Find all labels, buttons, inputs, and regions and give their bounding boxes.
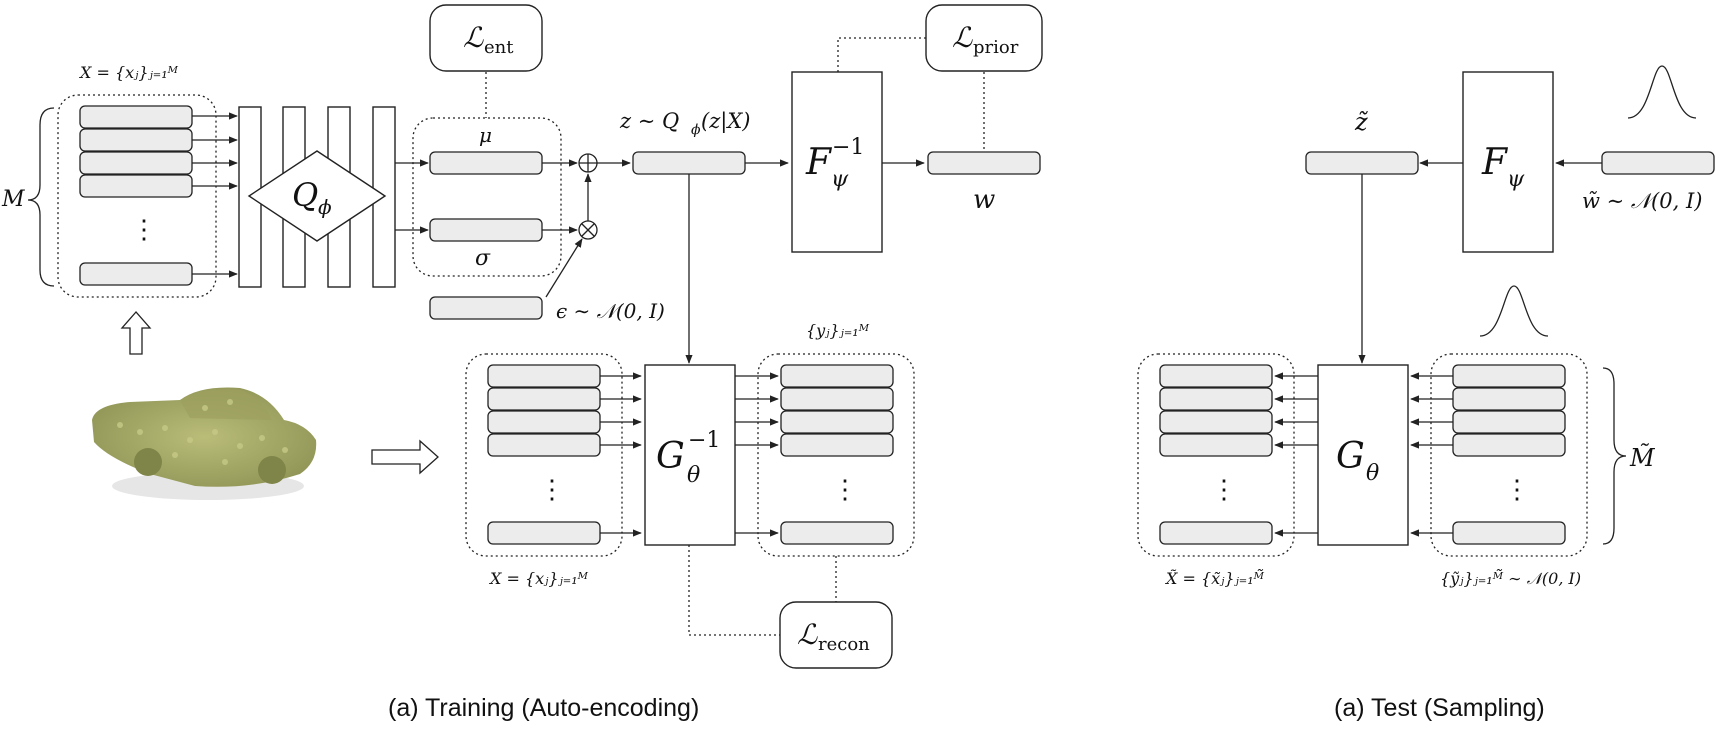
z-bar bbox=[632, 151, 746, 175]
svg-text:ψ: ψ bbox=[831, 167, 849, 192]
loss-recon-box: ℒ recon bbox=[779, 601, 893, 669]
svg-text:ψ: ψ bbox=[1507, 167, 1525, 192]
svg-text:ϕ: ϕ bbox=[318, 195, 332, 219]
sampled-set-label: {ỹⱼ}ⱼ₌₁ᴹ̃ ∼ 𝒩(0, I) bbox=[1440, 568, 1581, 588]
arrow-epsilon-to-times bbox=[545, 238, 583, 298]
m-tilde-label: M̃ bbox=[1629, 444, 1656, 472]
svg-text:ent: ent bbox=[484, 37, 514, 58]
mu-bar bbox=[429, 151, 543, 175]
mu-label: μ bbox=[479, 123, 492, 147]
y-ellipsis: ⋮ bbox=[832, 475, 858, 505]
gaussian-curve-bottom bbox=[1479, 285, 1549, 337]
z-tilde-label: z̃ bbox=[1354, 108, 1369, 136]
recon-input-arrows bbox=[600, 372, 642, 537]
mu-sigma-group bbox=[412, 117, 562, 277]
sampled-input-arrows bbox=[1410, 372, 1453, 537]
plus-operator bbox=[578, 153, 598, 173]
svg-text:ℒ: ℒ bbox=[463, 21, 484, 54]
prior-dotted-link-left bbox=[837, 37, 926, 72]
point-cloud-car-image bbox=[92, 387, 317, 500]
z-label: z ∼ Q ϕ (z|X) bbox=[619, 109, 750, 138]
generated-bars bbox=[1159, 364, 1273, 545]
epsilon-bar bbox=[429, 296, 543, 320]
decoder-output-arrows-test bbox=[1274, 372, 1318, 537]
y-bars bbox=[780, 364, 894, 545]
svg-text:G: G bbox=[1336, 436, 1365, 477]
m-tilde-brace bbox=[1602, 367, 1627, 545]
w-label: w bbox=[973, 185, 995, 215]
svg-text:F: F bbox=[1481, 142, 1509, 183]
decoder-box: G θ bbox=[1317, 364, 1409, 546]
svg-text:Q: Q bbox=[292, 176, 318, 214]
up-hollow-arrow bbox=[120, 311, 152, 355]
m-label: M bbox=[1, 187, 25, 212]
times-operator bbox=[578, 220, 598, 240]
svg-text:recon: recon bbox=[818, 634, 870, 655]
generated-ellipsis: ⋮ bbox=[1211, 475, 1237, 505]
svg-text:ℒ: ℒ bbox=[797, 618, 818, 651]
svg-text:−1: −1 bbox=[688, 428, 720, 453]
sampled-ellipsis: ⋮ bbox=[1504, 475, 1530, 505]
input-point-set-group bbox=[57, 94, 217, 298]
svg-text:ϕ: ϕ bbox=[691, 122, 701, 138]
svg-text:(z|X): (z|X) bbox=[701, 109, 750, 134]
flow-box: F ψ bbox=[1462, 71, 1554, 253]
input-ellipsis: ⋮ bbox=[131, 215, 157, 245]
recon-input-set-label: X = {xⱼ}ⱼ₌₁ᴹ bbox=[488, 569, 589, 588]
right-hollow-arrow bbox=[371, 439, 439, 475]
input-bars bbox=[79, 105, 193, 286]
gaussian-curve-top bbox=[1627, 65, 1697, 119]
recon-dotted-link-left bbox=[688, 545, 780, 636]
sigma-bar bbox=[429, 218, 543, 242]
encoder-q-phi: Q ϕ bbox=[247, 150, 387, 242]
w-tilde-bar bbox=[1601, 151, 1715, 175]
test-caption: (a) Test (Sampling) bbox=[1334, 694, 1545, 722]
training-caption: (a) Training (Auto-encoding) bbox=[388, 694, 699, 722]
recon-input-bars bbox=[487, 364, 601, 545]
z-tilde-bar bbox=[1305, 151, 1419, 175]
svg-text:G: G bbox=[656, 436, 685, 477]
svg-text:prior: prior bbox=[973, 37, 1019, 58]
m-brace bbox=[27, 107, 55, 287]
w-tilde-label: w̃ ∼ 𝒩(0, I) bbox=[1582, 189, 1702, 213]
svg-text:z ∼ Q: z ∼ Q bbox=[619, 109, 679, 133]
w-bar bbox=[927, 151, 1041, 175]
svg-text:ℒ: ℒ bbox=[952, 21, 973, 54]
decoder-inverse-box: G θ −1 bbox=[644, 364, 736, 546]
input-arrows bbox=[192, 112, 238, 278]
recon-input-ellipsis: ⋮ bbox=[539, 475, 565, 505]
svg-text:θ: θ bbox=[1366, 461, 1379, 486]
y-set-label: {yⱼ}ⱼ₌₁ᴹ bbox=[806, 321, 870, 340]
svg-text:θ: θ bbox=[687, 463, 700, 488]
flow-inverse-box: F ψ −1 bbox=[791, 71, 883, 253]
loss-prior-box: ℒ prior bbox=[925, 4, 1043, 72]
epsilon-label: ϵ ∼ 𝒩(0, I) bbox=[556, 299, 665, 323]
loss-ent-box: ℒ ent bbox=[429, 4, 543, 72]
sampled-bars bbox=[1452, 364, 1566, 545]
svg-text:F: F bbox=[805, 142, 833, 183]
decoder-output-arrows bbox=[735, 372, 779, 537]
svg-text:−1: −1 bbox=[832, 135, 864, 160]
generated-set-label: X̃ = {x̃ⱼ}ⱼ₌₁ᴹ̃ bbox=[1164, 568, 1265, 588]
sigma-label: σ bbox=[475, 246, 491, 271]
input-set-label: X = {xⱼ}ⱼ₌₁ᴹ bbox=[78, 63, 179, 82]
